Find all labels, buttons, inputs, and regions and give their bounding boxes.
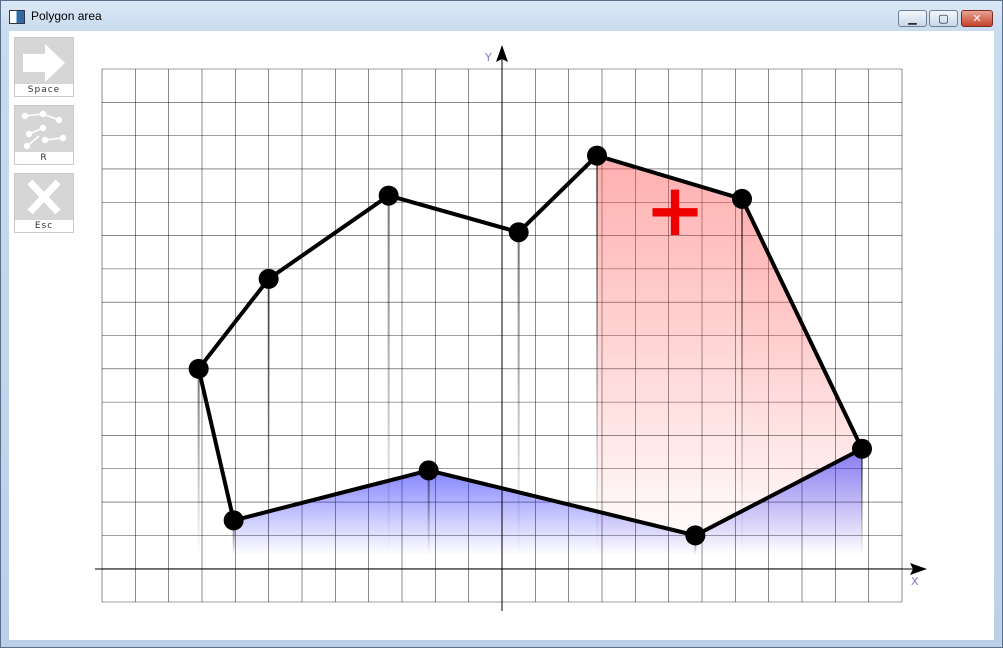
area-trapezoid <box>233 470 429 556</box>
polygon-vertices[interactable] <box>188 145 872 546</box>
canvas-area[interactable]: X Y + Space <box>9 31 994 640</box>
minimize-icon: ▁ <box>908 12 917 25</box>
y-axis-arrow-icon <box>496 45 508 62</box>
polygon-vertex[interactable] <box>223 510 244 531</box>
close-icon: ✕ <box>972 12 982 25</box>
close-button[interactable]: ✕ <box>961 10 993 27</box>
vertex-drop-line <box>596 155 598 556</box>
vertex-drop-line <box>387 195 390 556</box>
random-points-button[interactable]: R <box>14 105 74 165</box>
x-axis-label: X <box>911 575 919 588</box>
polygon-vertex[interactable] <box>418 460 439 481</box>
polygon-vertex[interactable] <box>732 188 752 209</box>
polygon-vertex[interactable] <box>378 185 399 206</box>
vertex-drop-line <box>427 470 430 556</box>
polygon-vertex[interactable] <box>188 358 209 379</box>
close-x-icon <box>27 179 61 215</box>
minimize-button[interactable]: ▁ <box>898 10 927 27</box>
space-button-label: Space <box>15 84 73 96</box>
esc-button-label: Esc <box>15 220 73 232</box>
vertex-drop-line <box>267 278 270 556</box>
polygon-vertex[interactable] <box>852 438 872 459</box>
polygon-plot[interactable]: X Y + <box>9 31 994 640</box>
polygon-vertex[interactable] <box>258 268 279 289</box>
vertex-drop-lines <box>197 155 863 556</box>
area-sign-marker: + <box>645 168 705 252</box>
polygon-vertex[interactable] <box>587 145 607 166</box>
vertex-drop-line <box>741 198 743 556</box>
arrow-right-icon <box>23 44 65 82</box>
area-trapezoid <box>428 470 696 556</box>
polygon-vertex[interactable] <box>685 525 706 546</box>
vertex-drop-line <box>197 368 200 556</box>
maximize-icon: ▢ <box>938 12 949 25</box>
vertex-drop-line <box>232 520 235 556</box>
y-axis-label: Y <box>484 51 492 64</box>
axes: X Y <box>95 45 927 611</box>
space-step-button[interactable]: Space <box>14 37 74 97</box>
polygon-vertex[interactable] <box>508 222 529 243</box>
area-trapezoid <box>597 155 742 556</box>
x-axis-arrow-icon <box>910 563 927 575</box>
area-trapezoid <box>695 448 862 556</box>
escape-button[interactable]: Esc <box>14 173 74 233</box>
vertex-drop-line <box>861 448 863 556</box>
maximize-button[interactable]: ▢ <box>929 10 958 27</box>
vertex-drop-line <box>517 232 520 556</box>
random-points-icon <box>21 110 67 150</box>
app-icon <box>9 10 25 24</box>
window-title: Polygon area <box>31 9 102 23</box>
title-bar[interactable]: Polygon area ▁ ▢ ✕ <box>1 1 1002 31</box>
random-button-label: R <box>15 152 73 164</box>
